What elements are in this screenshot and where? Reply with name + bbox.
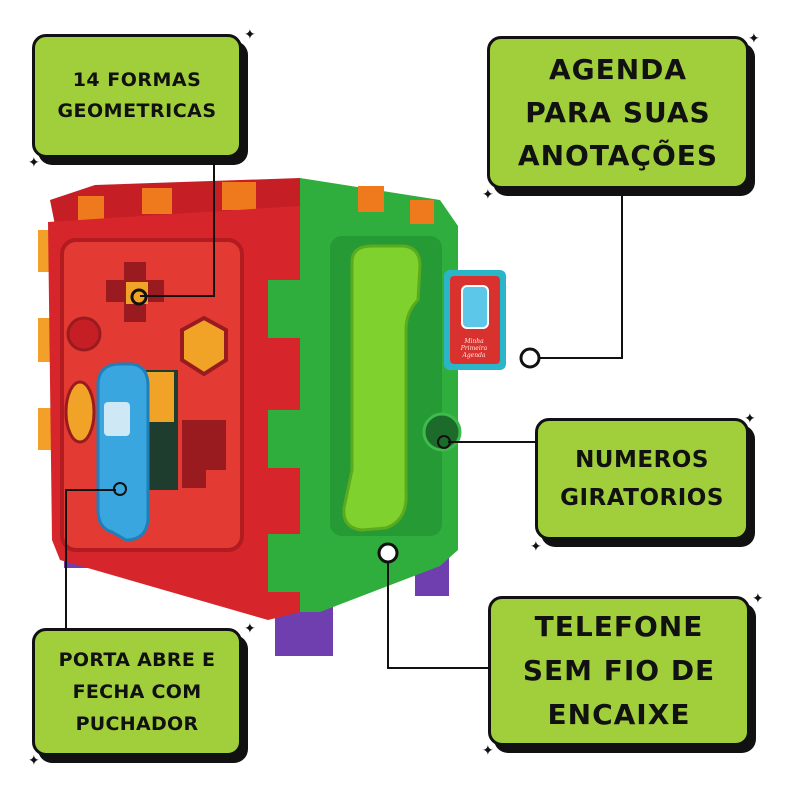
connector-dot-agenda [519,347,541,369]
callout-numbers-line: GIRATORIOS [560,485,724,511]
callout-numbers: NUMEROS GIRATORIOS [535,418,749,540]
callout-agenda-line: AGENDA [548,53,688,86]
door-handle [104,402,130,436]
callout-shapes: 14 FORMAS GEOMETRICAS [32,34,242,158]
phone-handset [342,244,422,532]
callout-door-line: FECHA COM [72,681,202,703]
callout-door: PORTA ABRE E FECHA COM PUCHADOR [32,628,242,756]
callout-phone: TELEFONE SEM FIO DE ENCAIXE [488,596,750,746]
hexagon-shape [180,315,228,377]
step-shape [182,420,226,488]
callout-door-line: PORTA ABRE E [58,649,216,671]
connector-line-phone [387,562,488,669]
agenda-phone-icon [461,285,489,329]
sparkle-icon: ✦ [244,621,256,637]
sparkle-icon: ✦ [482,187,494,203]
callout-shapes-line: GEOMETRICAS [57,100,217,122]
callout-shapes-line: 14 FORMAS [72,69,202,91]
cube-tab [268,534,302,592]
connector-dot-numbers [437,435,451,449]
connector-dot-door [113,482,127,496]
sparkle-icon: ✦ [530,539,542,555]
cube-tab [78,196,104,222]
connector-line-agenda [540,190,623,359]
sparkle-icon: ✦ [482,743,494,759]
cube-tab [268,280,302,338]
cube-tab [358,186,384,212]
cube-tab [410,200,434,224]
sparkle-icon: ✦ [28,753,40,769]
agenda-tag-title: Minha Primeira Agenda [460,338,488,359]
callout-door-line: PUCHADOR [75,713,199,735]
connector-dot-shapes [130,288,148,306]
cube-tab [222,182,256,210]
callout-numbers-line: NUMEROS [575,447,709,473]
sparkle-icon: ✦ [28,155,40,171]
callout-phone-line: TELEFONE [534,610,704,643]
connector-dot-phone [377,542,399,564]
callout-phone-line: ENCAIXE [547,698,691,731]
blue-door [96,362,150,542]
connector-line-door [65,489,116,628]
callout-agenda-line: PARA SUAS [525,96,711,129]
connector-line-shapes [140,158,215,297]
oval-shape [64,380,96,444]
callout-agenda: AGENDA PARA SUAS ANOTAÇÕES [487,36,749,189]
sparkle-icon: ✦ [748,31,760,47]
cube-tab [268,410,302,468]
flower-shape [66,316,102,352]
rotary-dial [422,412,462,452]
sparkle-icon: ✦ [752,591,764,607]
cube-tab [38,408,52,450]
callout-agenda-line: ANOTAÇÕES [517,139,719,172]
callout-phone-line: SEM FIO DE [522,654,716,687]
sparkle-icon: ✦ [744,411,756,427]
cube-tab [142,188,172,214]
sparkle-icon: ✦ [244,27,256,43]
cube-tab [38,318,52,362]
